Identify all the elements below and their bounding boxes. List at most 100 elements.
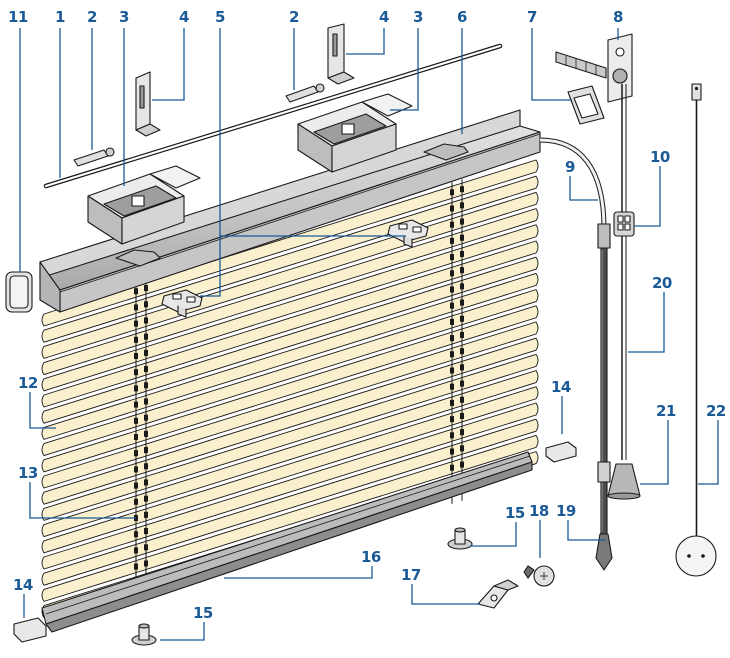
callout-20: 20	[652, 274, 672, 292]
ladder-rung	[460, 315, 464, 322]
callout-22: 22	[706, 402, 726, 420]
ladder-rung	[450, 189, 454, 196]
ladder-rung	[460, 202, 464, 209]
callout-15-right: 15	[505, 504, 525, 522]
end-cap-bottom-right	[545, 441, 577, 463]
ladder-rung	[134, 288, 138, 295]
ladder-rung	[460, 380, 464, 387]
ladder-rung	[144, 511, 148, 518]
callout-16: 16	[361, 548, 381, 566]
wall-dowel-right	[285, 83, 325, 103]
callout-10: 10	[650, 148, 670, 166]
cord-stop-left	[131, 623, 157, 646]
callout-4-right: 4	[379, 8, 389, 26]
ladder-rung	[450, 367, 454, 374]
ladder-rung	[460, 412, 464, 419]
leader-lines	[19, 28, 719, 641]
callout-8: 8	[613, 8, 623, 26]
ladder-rung	[460, 186, 464, 193]
hold-down-bracket	[477, 579, 519, 609]
ladder-rung	[134, 336, 138, 343]
ladder-rung	[144, 560, 148, 567]
rail-clip-left	[161, 289, 203, 318]
slat	[41, 159, 539, 327]
ladder-rung	[144, 333, 148, 340]
ladder-rung	[450, 383, 454, 390]
wall-dowel-left	[73, 147, 115, 167]
ladder-rung	[460, 348, 464, 355]
slat-stack	[41, 159, 539, 619]
callout-2-right: 2	[289, 8, 299, 26]
slat	[41, 434, 539, 602]
ladder-rung	[460, 364, 464, 371]
callout-7: 7	[527, 8, 537, 26]
ladder-cords	[134, 179, 464, 603]
ladder-rung	[134, 369, 138, 376]
slat	[41, 370, 539, 538]
ladder-rung	[450, 335, 454, 342]
ladder-rung	[450, 464, 454, 471]
mounting-bracket-right	[297, 93, 413, 173]
ladder-rung	[460, 267, 464, 274]
ladder-rung	[134, 482, 138, 489]
slat	[41, 289, 539, 457]
ladder-rung	[134, 401, 138, 408]
ladder-rung	[134, 353, 138, 360]
ladder-rung	[134, 417, 138, 424]
cord-stop-right	[447, 527, 473, 550]
ladder-rung	[460, 234, 464, 241]
slat	[41, 402, 539, 570]
wand-hook	[567, 85, 605, 125]
ladder-rung	[450, 351, 454, 358]
callout-13: 13	[18, 464, 38, 482]
ladder-rung	[450, 399, 454, 406]
ladder-rung	[144, 430, 148, 437]
ladder-rung	[460, 250, 464, 257]
ladder-rung	[144, 528, 148, 535]
mounting-bracket-left	[87, 165, 201, 245]
ladder-rung	[144, 285, 148, 292]
end-cap-bottom-left	[13, 617, 47, 643]
ladder-rung	[450, 270, 454, 277]
slat	[41, 418, 539, 586]
end-cap-headrail	[5, 271, 33, 313]
ladder-rung	[450, 416, 454, 423]
slat	[41, 337, 539, 505]
ladder-rung	[450, 286, 454, 293]
callout-14-left: 14	[13, 576, 33, 594]
ladder-rung	[134, 498, 138, 505]
ladder-rung	[144, 447, 148, 454]
bottom-rail	[41, 451, 533, 633]
slat	[41, 321, 539, 489]
slat	[41, 353, 539, 521]
slat	[41, 224, 539, 392]
slat	[41, 386, 539, 554]
ladder-rung	[450, 237, 454, 244]
callout-2-left: 2	[87, 8, 97, 26]
ladder-rung	[134, 304, 138, 311]
ladder-rung	[134, 563, 138, 570]
ladder-rung	[134, 466, 138, 473]
tilt-wand	[539, 137, 613, 571]
callout-11: 11	[8, 8, 28, 26]
callout-5: 5	[215, 8, 225, 26]
callout-3-left: 3	[119, 8, 129, 26]
ladder-rung	[460, 429, 464, 436]
ladder-rung	[460, 218, 464, 225]
ladder-rung	[144, 398, 148, 405]
callout-19: 19	[556, 502, 576, 520]
callout-14-right: 14	[551, 378, 571, 396]
slat	[41, 305, 539, 473]
ladder-rung	[450, 254, 454, 261]
ladder-rung	[144, 414, 148, 421]
ladder-rung	[144, 495, 148, 502]
ladder-rung	[134, 531, 138, 538]
slat	[41, 240, 539, 408]
callout-3-right: 3	[413, 8, 423, 26]
ladder-rung	[450, 205, 454, 212]
callout-1: 1	[55, 8, 65, 26]
ladder-rung	[450, 448, 454, 455]
ladder-rung	[460, 445, 464, 452]
callout-6: 6	[457, 8, 467, 26]
wand-weight	[675, 83, 717, 577]
